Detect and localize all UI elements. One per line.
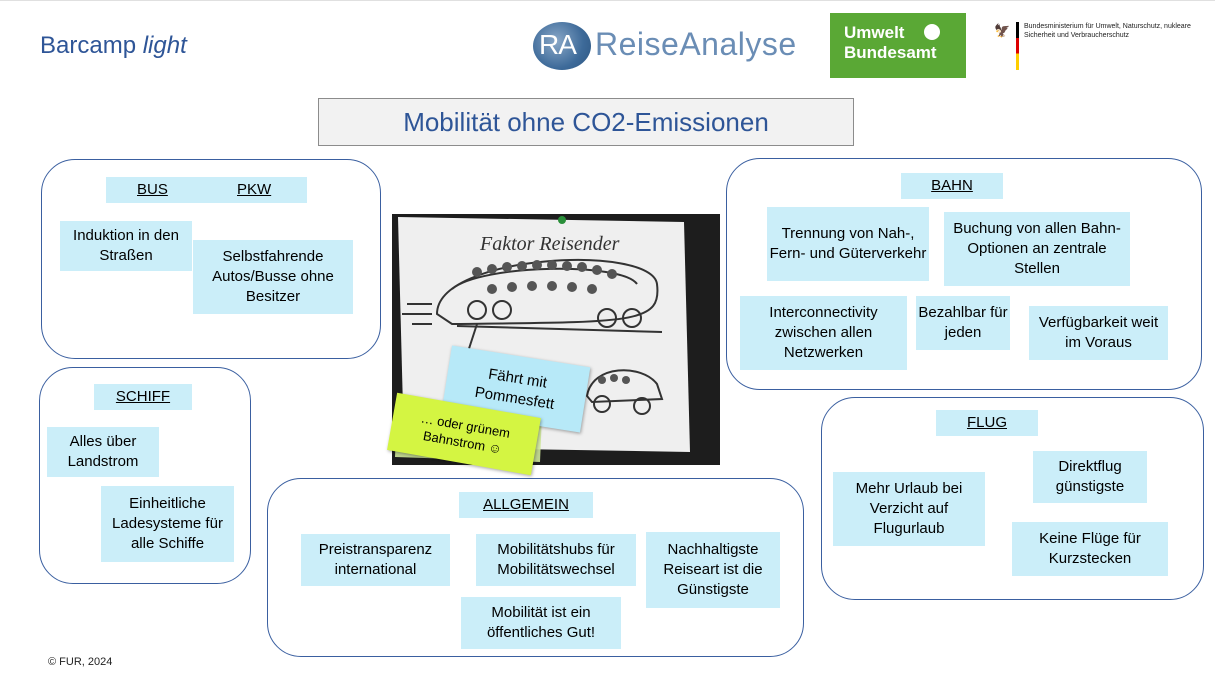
idea-card: Bezahlbar für jeden xyxy=(916,296,1010,350)
flug-title: FLUG xyxy=(936,410,1038,436)
idea-card: Selbstfahrende Autos/Busse ohne Besitzer xyxy=(193,240,353,314)
uba-leaf-icon xyxy=(924,24,940,40)
idea-card: Buchung von allen Bahn-Optionen an zentr… xyxy=(944,212,1130,286)
top-border xyxy=(0,0,1215,8)
bahn-title: BAHN xyxy=(901,173,1003,199)
idea-card: Induktion in den Straßen xyxy=(60,221,192,271)
bmu-logo: 🦅 Bundesministerium für Umwelt, Natursch… xyxy=(994,22,1204,72)
idea-card: Mehr Urlaub bei Verzicht auf Flugurlaub xyxy=(833,472,985,546)
handwritten-caption: Faktor Reisender xyxy=(479,233,620,255)
idea-card: Mobilitätshubs für Mobilitätswechsel xyxy=(476,534,636,586)
idea-card: Interconnectivity zwischen allen Netzwer… xyxy=(740,296,907,370)
schiff-title-text: SCHIFF xyxy=(115,388,171,405)
group-road-header: BUS PKW xyxy=(106,177,307,203)
flug-title-text: FLUG xyxy=(966,414,1007,431)
page-title: Barcamp light xyxy=(40,32,187,60)
schiff-title: SCHIFF xyxy=(94,384,192,410)
ra-logo-initials: RA xyxy=(539,29,577,60)
title-italic-text: light xyxy=(142,32,187,59)
pkw-title: PKW xyxy=(237,181,272,198)
idea-card: Alles über Landstrom xyxy=(47,427,159,477)
idea-card: Nachhaltigste Reiseart ist die Günstigst… xyxy=(646,532,780,608)
ra-logo-circle: RA xyxy=(533,22,591,70)
reiseanalyse-logo: RA ReiseAnalyse xyxy=(533,22,833,70)
bahn-title-text: BAHN xyxy=(931,177,973,194)
idea-card: Trennung von Nah-, Fern- und Güterverkeh… xyxy=(767,207,929,281)
umweltbundesamt-logo: Umwelt Bundesamt xyxy=(830,13,966,78)
title-text: Barcamp xyxy=(40,32,143,59)
idea-card: Direktflug günstigste xyxy=(1033,451,1147,503)
idea-card: Mobilität ist ein öffentliches Gut! xyxy=(461,597,621,649)
uba-logo-line1: Umwelt xyxy=(844,23,905,42)
copyright-footer: © FUR, 2024 xyxy=(48,656,113,668)
ra-logo-text: ReiseAnalyse xyxy=(595,26,797,62)
slide-headline: Mobilität ohne CO2-Emissionen xyxy=(318,98,854,146)
allgemein-title-text: ALLGEMEIN xyxy=(483,496,569,513)
idea-card: Verfügbarkeit weit im Voraus xyxy=(1029,306,1168,360)
german-flag-bar xyxy=(1016,22,1019,70)
allgemein-title: ALLGEMEIN xyxy=(459,492,593,518)
idea-card: Preistransparenz international xyxy=(301,534,450,586)
idea-card: Keine Flüge für Kurzstecken xyxy=(1012,522,1168,576)
federal-eagle-icon: 🦅 xyxy=(994,23,1011,38)
bus-title: BUS xyxy=(137,181,168,198)
idea-card: Einheitliche Ladesysteme für alle Schiff… xyxy=(101,486,234,562)
bmu-logo-text: Bundesministerium für Umwelt, Naturschut… xyxy=(1024,23,1191,39)
uba-logo-line2: Bundesamt xyxy=(844,43,937,62)
